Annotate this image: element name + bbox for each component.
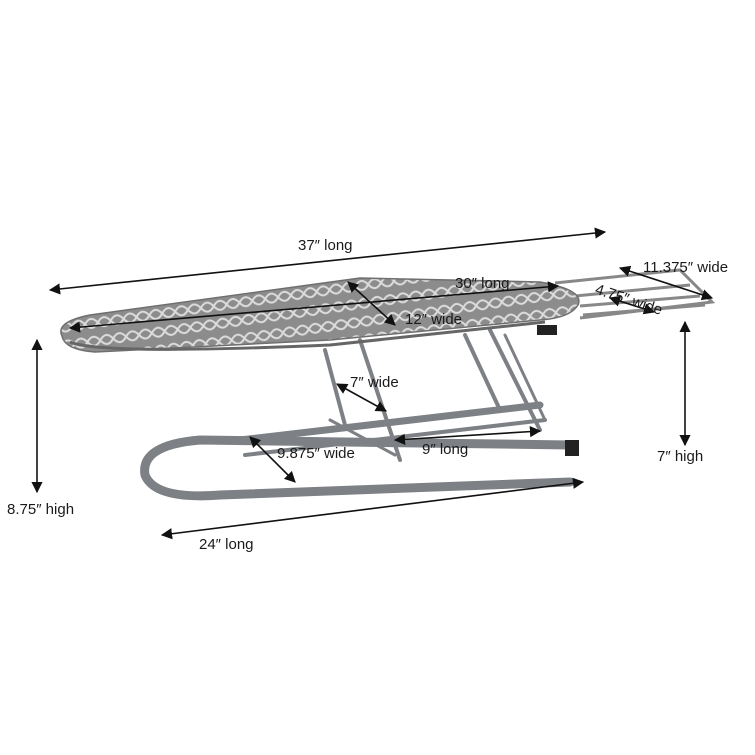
board-length-label: 30″ long [455, 275, 510, 292]
base-width-label: 9.875″ wide [277, 445, 355, 462]
leg-width-label: 7″ wide [350, 374, 399, 391]
board-height-label: 8.75″ high [7, 501, 75, 518]
overall-length-label: 37″ long [298, 237, 353, 254]
rest-height-label: 7″ high [657, 448, 704, 465]
foot-cap [565, 440, 579, 456]
rest-width-label: 11.375″ wide [643, 259, 729, 276]
board-width-label: 12″ wide [405, 311, 463, 328]
base-frame [140, 328, 575, 501]
brace-length-label: 9″ long [422, 441, 469, 458]
rest-latch [537, 325, 557, 335]
dimension-arrows [31, 227, 714, 540]
base-length-label: 24″ long [199, 536, 254, 553]
